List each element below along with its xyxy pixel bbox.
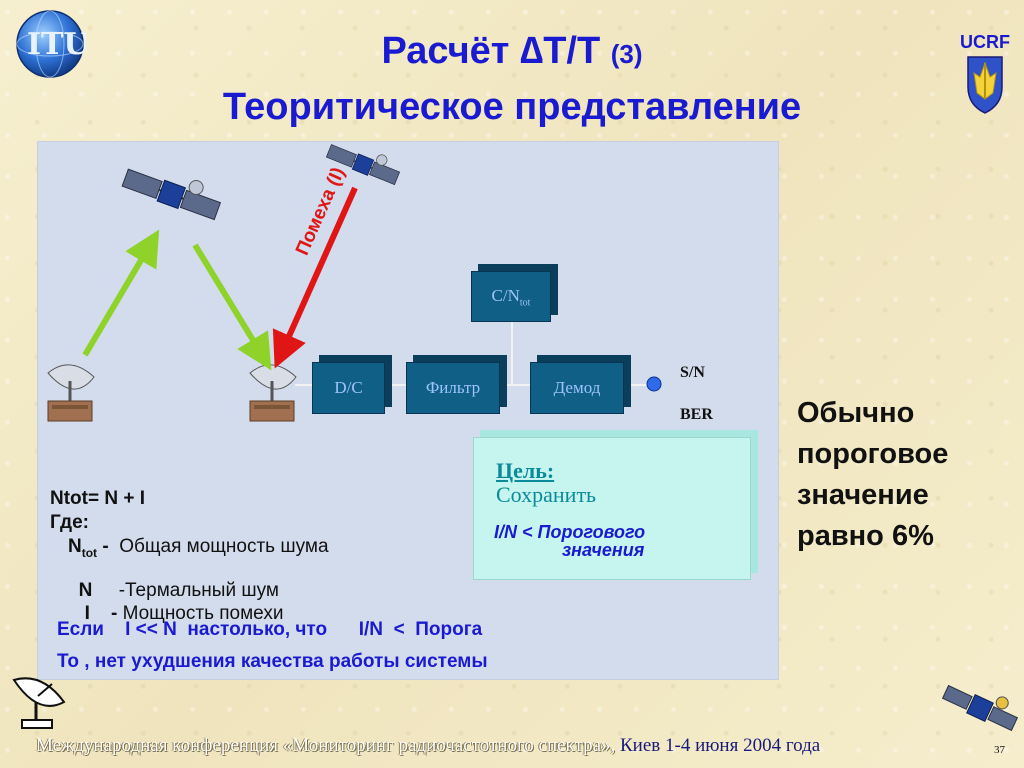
- satellite-icon: [121, 168, 222, 221]
- output-node: [646, 376, 662, 392]
- def1-dash: -: [97, 536, 109, 557]
- goal-box: Цель: Сохранить I/N < Порогового значени…: [473, 437, 751, 580]
- ntot-formula: Ntot= N + I: [50, 488, 146, 509]
- conclusion-line: То , нет ухудшения качества работы систе…: [57, 651, 488, 672]
- where-label: Где:: [50, 512, 90, 533]
- earth-station-tx-icon: [47, 364, 95, 422]
- satellite-small-icon: [941, 684, 1019, 732]
- condition-line: Если I << N настолько, что I/N < Порога: [57, 619, 483, 640]
- def3-dash: -: [89, 603, 118, 624]
- itu-globe-icon: ITU: [16, 10, 86, 78]
- svg-text:ITU: ITU: [27, 27, 86, 62]
- cn-block: C/Ntot: [471, 271, 551, 322]
- earth-station-rx-icon: [249, 364, 297, 422]
- definition-i: I - Мощность помехи: [74, 581, 284, 625]
- demod-block: Демод: [530, 362, 624, 414]
- downlink-arrow: [192, 243, 272, 371]
- output-ber: BER: [680, 406, 713, 423]
- footer: Международная конференция «Мониторинг ра…: [36, 735, 820, 757]
- ucrf-logo: UCRF: [950, 32, 1020, 120]
- interferer-satellite-icon: [325, 144, 401, 186]
- definition-ntot: Ntot - Общая мощность шума: [68, 536, 329, 560]
- side-note: Обычно пороговое значение равно 6%: [797, 393, 948, 557]
- def1-subscript: tot: [81, 545, 98, 560]
- ucrf-shield-icon: [967, 56, 1003, 114]
- goal-condition: I/N < Порогового: [494, 522, 646, 542]
- def3-symbol: I: [84, 603, 90, 624]
- cn-subscript: tot: [519, 297, 531, 309]
- dc-block: D/C: [312, 362, 385, 414]
- filter-block: Фильтр: [406, 362, 500, 414]
- slide-title-line2: Теоритическое представление: [222, 86, 802, 128]
- goal-keep: Сохранить: [496, 482, 597, 507]
- slide-title-line1: Расчёт ∆T/T (3): [0, 30, 1024, 73]
- title-number: (3): [610, 39, 643, 69]
- goal-condition-2: значения: [562, 540, 645, 560]
- title-main: Расчёт ∆T/T: [381, 30, 601, 72]
- output-sn: S/N: [680, 364, 705, 381]
- dish-antenna-icon: [12, 677, 66, 729]
- def3-text: Мощность помехи: [117, 603, 284, 624]
- footer-conference: Международная конференция «Мониторинг ра…: [36, 735, 616, 756]
- ucrf-label: UCRF: [960, 32, 1010, 52]
- interference-arrow: [272, 186, 358, 369]
- page-number: 37: [994, 744, 1005, 756]
- def2-symbol: N: [78, 580, 93, 601]
- def2-text: -Термальный шум: [92, 580, 279, 601]
- cn-label: C/N: [491, 286, 520, 305]
- def1-symbol: N: [68, 536, 82, 557]
- footer-place-date: Киев 1-4 июня 2004 года: [615, 735, 821, 756]
- side-line-1: Обычно: [797, 397, 915, 429]
- goal-title: Цель:: [496, 458, 555, 483]
- def1-text: Общая мощность шума: [108, 536, 329, 557]
- uplink-arrow: [82, 229, 160, 357]
- definition-n: N -Термальный шум: [68, 558, 279, 602]
- side-line-3: значение: [797, 479, 929, 511]
- side-line-4: равно 6%: [797, 520, 934, 552]
- side-line-2: пороговое: [797, 438, 949, 470]
